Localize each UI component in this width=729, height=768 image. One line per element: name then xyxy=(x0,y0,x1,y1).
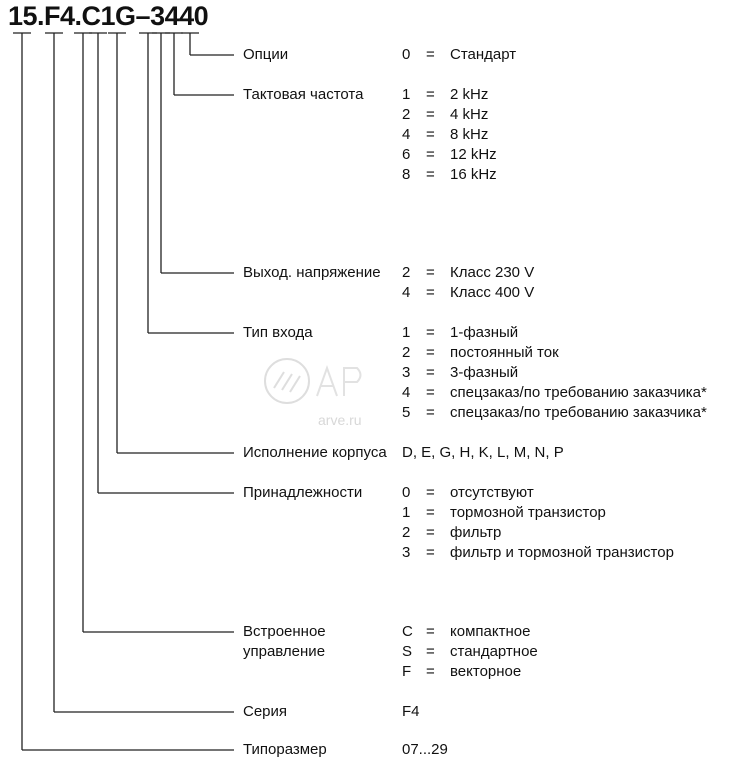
option-eq: = xyxy=(426,504,435,521)
option-value: спецзаказ/по требованию заказчика* xyxy=(450,384,707,401)
option-eq: = xyxy=(426,86,435,103)
row-label: управление xyxy=(243,643,326,660)
row-label: Встроенное xyxy=(243,623,326,640)
option-eq: = xyxy=(426,524,435,541)
option-code: 2 xyxy=(402,524,411,541)
option-eq: = xyxy=(426,663,435,680)
option-code: 5 xyxy=(402,404,411,421)
option-code: 2 xyxy=(402,106,411,123)
option-value: 3-фазный xyxy=(450,364,519,381)
option-code: 0 xyxy=(402,46,411,63)
option-code: 4 xyxy=(402,384,411,401)
option-code: 3 xyxy=(402,364,411,381)
option-code: 0 xyxy=(402,484,411,501)
option-code: 8 xyxy=(402,166,411,183)
option-value: стандартное xyxy=(450,643,538,660)
option-eq: = xyxy=(426,484,435,501)
row-label: Исполнение корпуса xyxy=(243,444,387,461)
option-value: Класс 400 V xyxy=(450,284,535,301)
option-eq: = xyxy=(426,166,435,183)
option-value: векторное xyxy=(450,663,522,680)
type-code: 15.F4.C1G–3440 xyxy=(8,1,209,31)
option-value: 12 kHz xyxy=(450,146,497,163)
option-code: 6 xyxy=(402,146,411,163)
option-code: 2 xyxy=(402,344,411,361)
option-eq: = xyxy=(426,544,435,561)
option-eq: = xyxy=(426,404,435,421)
option-eq: = xyxy=(426,364,435,381)
option-eq: = xyxy=(426,623,435,640)
option-eq: = xyxy=(426,46,435,63)
row-label: Типоразмер xyxy=(243,741,327,758)
option-code: 1 xyxy=(402,504,411,521)
option-value: тормозной транзистор xyxy=(450,504,606,521)
option-value: отсутствуют xyxy=(450,484,534,501)
option-code: F4 xyxy=(402,703,420,720)
option-eq: = xyxy=(426,344,435,361)
row-label: Выход. напряжение xyxy=(243,264,381,281)
option-code: C xyxy=(402,623,413,640)
watermark-logo xyxy=(264,358,362,404)
option-value: 16 kHz xyxy=(450,166,497,183)
option-code: 4 xyxy=(402,284,411,301)
option-value: спецзаказ/по требованию заказчика* xyxy=(450,404,707,421)
option-code: 3 xyxy=(402,544,411,561)
row-label: Тип входа xyxy=(243,324,313,341)
option-code: 1 xyxy=(402,324,411,341)
option-value: 2 kHz xyxy=(450,86,489,103)
option-eq: = xyxy=(426,146,435,163)
option-eq: = xyxy=(426,643,435,660)
row-label: Опции xyxy=(243,46,289,63)
option-eq: = xyxy=(426,384,435,401)
option-value: Класс 230 V xyxy=(450,264,535,281)
option-code: S xyxy=(402,643,413,660)
row-label: Принадлежности xyxy=(243,484,363,501)
option-eq: = xyxy=(426,264,435,281)
option-value: постоянный ток xyxy=(450,344,559,361)
option-eq: = xyxy=(426,106,435,123)
option-eq: = xyxy=(426,284,435,301)
option-eq: = xyxy=(426,126,435,143)
watermark-site: arve.ru xyxy=(318,412,362,428)
option-code: F xyxy=(402,663,412,680)
row-label: Тактовая частота xyxy=(243,86,364,103)
option-value: 1-фазный xyxy=(450,324,519,341)
option-code: 2 xyxy=(402,264,411,281)
option-code: 4 xyxy=(402,126,411,143)
option-eq: = xyxy=(426,324,435,341)
option-code: 1 xyxy=(402,86,411,103)
option-value: 8 kHz xyxy=(450,126,489,143)
option-value: Стандарт xyxy=(450,46,517,63)
option-value: фильтр и тормозной транзистор xyxy=(450,544,674,561)
option-value: 4 kHz xyxy=(450,106,489,123)
row-label: Серия xyxy=(243,703,288,720)
option-value: компактное xyxy=(450,623,531,640)
option-code: 07...29 xyxy=(402,741,448,758)
option-code: D, E, G, H, K, L, M, N, P xyxy=(402,444,564,461)
option-value: фильтр xyxy=(450,524,502,541)
